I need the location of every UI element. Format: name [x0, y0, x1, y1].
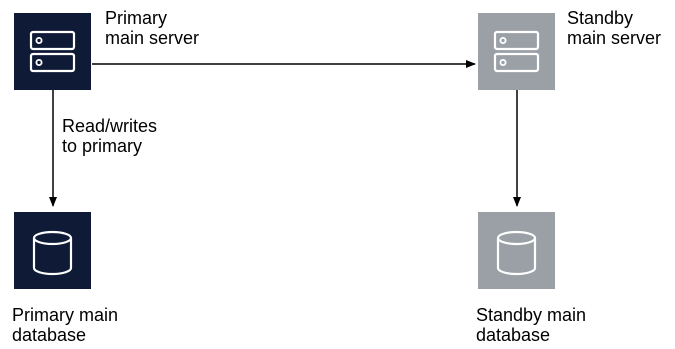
standby-database-node — [478, 212, 555, 289]
primary-database-label: Primary main database — [12, 305, 118, 345]
primary-database-label-line1: Primary main — [12, 305, 119, 325]
standby-server-label: Standby main server — [567, 8, 661, 48]
primary-database-node — [14, 212, 91, 289]
standby-database-label-line2: database — [476, 325, 551, 345]
primary-server-label-line2: main server — [105, 28, 200, 48]
standby-database-label-line1: Standby main — [476, 305, 587, 325]
edge-label-line2: to primary — [62, 136, 143, 156]
standby-database-label: Standby main database — [476, 305, 586, 345]
standby-server-label-line2: main server — [567, 28, 662, 48]
standby-server-node — [478, 13, 555, 90]
standby-server-label-line1: Standby — [567, 8, 634, 28]
database-icon — [478, 212, 555, 289]
read-writes-edge-label: Read/writes to primary — [62, 116, 157, 156]
server-icon — [14, 13, 91, 90]
primary-server-label-line1: Primary — [105, 8, 167, 28]
server-icon — [478, 13, 555, 90]
database-icon — [14, 212, 91, 289]
primary-database-label-line2: database — [12, 325, 87, 345]
primary-server-label: Primary main server — [105, 8, 199, 48]
primary-server-node — [14, 13, 91, 90]
edge-label-line1: Read/writes — [62, 116, 158, 136]
